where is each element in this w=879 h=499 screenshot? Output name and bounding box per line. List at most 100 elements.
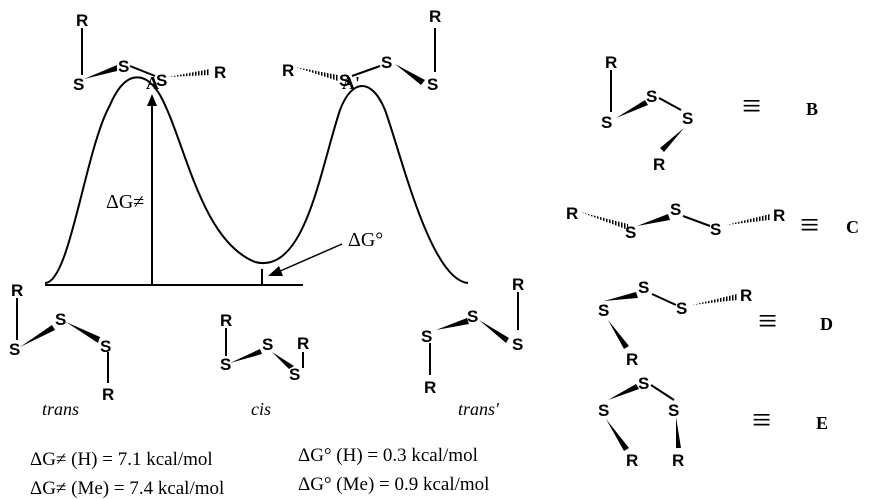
- hashed-wedge-bond: [692, 294, 737, 305]
- r-substituent: R: [672, 451, 684, 470]
- equivalence-symbol-d: ≡: [758, 303, 777, 340]
- wedge-bond: [616, 100, 648, 118]
- equivalence-symbol-e: ≡: [752, 402, 771, 439]
- sulfur-atom: S: [668, 401, 679, 420]
- single-bond: [129, 65, 156, 77]
- sulfur-atom: S: [638, 278, 649, 297]
- single-bond: [682, 215, 711, 227]
- single-bond: [351, 65, 381, 77]
- delta-g-pointer-line: [277, 243, 343, 273]
- trans-conformer-structure: R S S S R trans: [9, 281, 114, 419]
- wedge-bond: [608, 320, 629, 349]
- r-substituent: R: [76, 11, 88, 30]
- standard-energy-me: ΔG° (Me) = 0.9 kcal/mol: [298, 474, 489, 495]
- sulfur-atom: S: [220, 355, 231, 374]
- sulfur-atom: S: [638, 374, 649, 393]
- sulfur-atom: S: [9, 340, 20, 359]
- transition-state-a-structure: R S S S R: [73, 11, 226, 94]
- sulfur-atom: S: [289, 365, 300, 384]
- barrier-energy-me: ΔG≠ (Me) = 7.4 kcal/mol: [30, 478, 224, 499]
- single-bond: [658, 97, 682, 111]
- r-substituent: R: [626, 451, 638, 470]
- structure-c: R S S S R ≡ C: [566, 200, 859, 244]
- wedge-bond: [20, 325, 55, 347]
- hashed-wedge-bond: [295, 67, 338, 81]
- equivalence-symbol-b: ≡: [742, 88, 761, 125]
- energy-values: ΔG≠ (H) = 7.1 kcal/mol ΔG≠ (Me) = 7.4 kc…: [30, 445, 489, 499]
- sulfur-atom: S: [670, 200, 681, 219]
- r-substituent: R: [297, 334, 309, 353]
- wedge-bond: [479, 320, 509, 343]
- wedge-bond: [608, 384, 639, 400]
- barrier-energy-h: ΔG≠ (H) = 7.1 kcal/mol: [30, 449, 213, 470]
- delta-g-standard-label: ΔG°: [348, 229, 383, 251]
- sulfur-atom: S: [598, 301, 609, 320]
- standard-energy-h: ΔG° (H) = 0.3 kcal/mol: [298, 445, 478, 466]
- r-substituent: R: [282, 61, 294, 80]
- sulfur-atom: S: [512, 335, 523, 354]
- cis-label: cis: [251, 399, 271, 419]
- structure-label-d: D: [820, 314, 833, 334]
- wedge-bond: [604, 292, 638, 301]
- energy-curve: [44, 76, 469, 284]
- equivalence-symbol-c: ≡: [800, 207, 819, 244]
- wedge-bond: [395, 64, 425, 85]
- r-substituent: R: [605, 53, 617, 72]
- r-substituent: R: [424, 378, 436, 397]
- r-substituent: R: [512, 275, 524, 294]
- barrier-label: ΔG≠: [106, 191, 144, 213]
- peak-label-a: A: [146, 73, 159, 93]
- wedge-bond: [637, 214, 670, 226]
- transition-state-a-prime-structure: R S S S R: [282, 7, 441, 94]
- cis-conformer-structure: R S S S R cis: [220, 311, 309, 419]
- hashed-wedge-bond: [726, 214, 770, 225]
- structure-label-e: E: [816, 413, 828, 433]
- sulfur-atom: S: [381, 53, 392, 72]
- single-bond: [651, 293, 677, 306]
- structure-b: R S S S R ≡ B: [601, 53, 818, 174]
- r-substituent: R: [220, 311, 232, 330]
- sulfur-atom: S: [676, 299, 687, 318]
- trans-label: trans: [42, 399, 79, 419]
- peak-label-a-prime: A': [342, 73, 360, 93]
- sulfur-atom: S: [55, 310, 66, 329]
- r-substituent: R: [773, 206, 785, 225]
- energy-profile: A A' ΔG≠ ΔG°: [44, 73, 469, 286]
- sulfur-atom: S: [262, 335, 273, 354]
- sulfur-atom: S: [339, 71, 350, 90]
- wedge-bond: [676, 417, 681, 448]
- sulfur-atom: S: [598, 401, 609, 420]
- r-substituent: R: [11, 281, 23, 300]
- sulfur-atom: S: [646, 87, 657, 106]
- sulfur-atom: S: [601, 113, 612, 132]
- sulfur-atom: S: [118, 57, 129, 76]
- wedge-bond: [272, 352, 294, 369]
- sulfur-atom: S: [100, 337, 111, 356]
- r-substituent: R: [429, 7, 441, 26]
- wedge-bond: [606, 419, 629, 451]
- single-bond: [650, 384, 675, 401]
- sulfur-atom: S: [682, 109, 693, 128]
- trans-prime-conformer-structure: R S S S R trans': [421, 275, 524, 419]
- r-substituent: R: [102, 385, 114, 404]
- sulfur-atom: S: [467, 307, 478, 326]
- wedge-bond: [436, 318, 469, 330]
- sulfur-atom: S: [421, 327, 432, 346]
- structure-label-b: B: [806, 99, 818, 119]
- wedge-bond: [230, 349, 262, 363]
- sulfur-atom: S: [427, 75, 438, 94]
- r-substituent: R: [214, 63, 226, 82]
- delta-g-pointer-arrowhead: [268, 266, 283, 276]
- structure-label-c: C: [846, 217, 859, 237]
- r-substituent: R: [566, 204, 578, 223]
- sulfur-atom: S: [625, 223, 636, 242]
- sulfur-atom: S: [73, 75, 84, 94]
- barrier-arrowhead: [147, 94, 157, 106]
- sulfur-atom: S: [156, 71, 167, 90]
- r-substituent: R: [740, 286, 752, 305]
- wedge-bond: [660, 128, 684, 152]
- structure-d: S S S R R ≡ D: [598, 278, 833, 369]
- r-substituent: R: [653, 155, 665, 174]
- hashed-wedge-bond: [168, 69, 210, 77]
